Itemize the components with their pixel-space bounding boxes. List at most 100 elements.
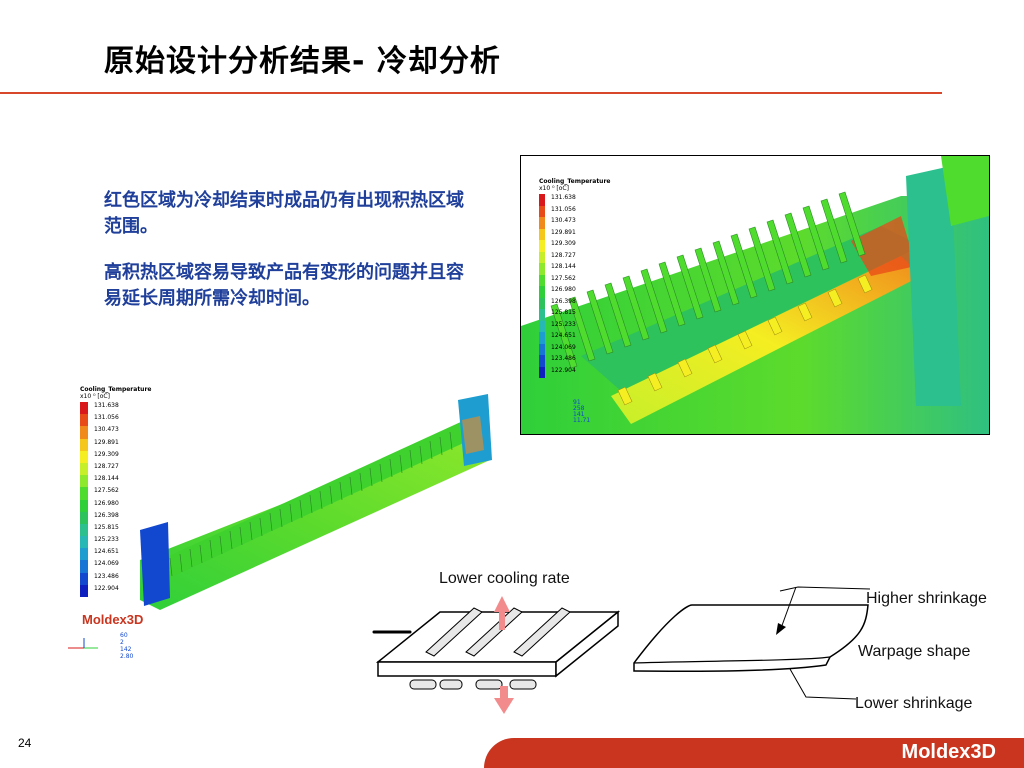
full-legend: Cooling_Temperature x10 ⁰ [oC] 131.638 13… — [80, 386, 152, 597]
legend-swatch — [80, 499, 88, 512]
scale-value: 2 — [120, 639, 124, 646]
legend-swatch — [539, 343, 545, 355]
legend-swatch — [80, 548, 88, 561]
legend-value: 123.486 — [551, 355, 576, 362]
footer-logo: Moldex3D — [901, 741, 996, 763]
legend-swatch — [80, 402, 88, 415]
legend-unit: x10 ⁰ [oC] — [539, 185, 569, 192]
legend-swatch — [80, 438, 88, 451]
down-arrow-icon — [494, 686, 514, 714]
legend-value: 129.309 — [551, 240, 576, 247]
legend-value: 125.233 — [94, 536, 119, 544]
scale-value: 258 — [573, 405, 585, 412]
scale-value: 91 — [573, 399, 581, 406]
legend-swatch — [539, 320, 545, 332]
legend-swatch — [539, 297, 545, 309]
legend-value: 126.980 — [94, 499, 119, 507]
legend-swatch — [80, 511, 88, 524]
legend-value: 130.473 — [551, 217, 576, 224]
legend-value: 131.056 — [551, 205, 576, 213]
legend-swatch — [539, 240, 545, 252]
legend-swatch — [80, 584, 88, 597]
scale-value: 142 — [120, 646, 132, 653]
legend-value: 129.309 — [94, 450, 119, 458]
cooling-plate-diagram — [372, 596, 621, 714]
legend-swatch — [80, 462, 88, 476]
legend-value: 127.562 — [94, 487, 119, 495]
legend-swatch — [80, 414, 88, 427]
legend-value: 129.891 — [551, 228, 576, 236]
legend-value: 129.891 — [94, 438, 119, 446]
legend-swatch — [80, 536, 88, 549]
full-scale-values: 60 2 142 2.80 — [120, 632, 133, 660]
legend-value: 131.638 — [94, 402, 119, 409]
legend-swatch — [80, 523, 88, 537]
legend-swatch — [539, 309, 545, 321]
legend-swatch — [539, 205, 545, 217]
legend-value: 124.651 — [551, 332, 576, 339]
footer-bar — [484, 738, 1024, 768]
up-arrow-icon — [494, 596, 510, 630]
legend-value: 126.980 — [551, 286, 576, 293]
legend-swatch — [539, 332, 545, 344]
legend-swatch — [80, 475, 88, 488]
axis-triad-icon — [68, 638, 98, 649]
legend-swatch — [539, 217, 545, 229]
scale-value: 141 — [573, 411, 585, 418]
legend-swatch — [80, 487, 88, 500]
legend-title: Cooling_Temperature — [539, 178, 611, 185]
plate-front — [377, 661, 557, 677]
legend-value: 131.638 — [551, 194, 576, 201]
model-logo: Moldex3D — [82, 612, 144, 627]
zoomed-scale-values: 91 258 141 11.71 — [573, 400, 590, 424]
page-number: 24 — [18, 736, 32, 750]
legend-value: 128.144 — [551, 263, 576, 270]
legend-value: 124.651 — [94, 548, 119, 556]
legend-value: 122.904 — [94, 584, 119, 592]
lower-shrinkage-label: Lower shrinkage — [855, 695, 973, 712]
warpage-diagram — [633, 586, 870, 700]
legend-value: 127.562 — [551, 274, 576, 282]
legend-value: 128.144 — [94, 475, 119, 483]
legend-values: 131.638 131.056 130.473 129.891 129.309 128.7… — [551, 192, 576, 376]
higher-shrinkage-label: Higher shrinkage — [866, 590, 987, 607]
legend-swatch — [80, 560, 88, 573]
legend-value: 125.815 — [94, 523, 119, 531]
legend-value: 125.815 — [551, 309, 576, 316]
legend-swatch — [539, 366, 545, 378]
legend-swatch — [539, 228, 545, 240]
legend-swatch — [80, 426, 88, 439]
lower-cooling-rate-label: Lower cooling rate — [439, 570, 570, 587]
legend-value: 128.727 — [551, 251, 576, 259]
zoomed-model-graphic — [521, 156, 989, 434]
legend-title: Cooling_Temperature — [80, 386, 152, 393]
legend-swatch — [539, 355, 545, 367]
legend-swatch — [539, 263, 545, 275]
legend-swatch — [80, 450, 88, 463]
legend-value: 122.904 — [551, 366, 576, 374]
legend-value: 124.069 — [551, 343, 576, 351]
title-divider — [0, 92, 942, 94]
legend-value: 130.473 — [94, 426, 119, 434]
scale-value: 2.80 — [120, 653, 134, 660]
legend-swatch — [539, 251, 545, 263]
slide-title: 原始设计分析结果- 冷却分析 — [104, 44, 501, 79]
legend-value: 126.398 — [551, 297, 576, 305]
warpage-shape-label: Warpage shape — [858, 643, 971, 660]
full-simulation-image: Cooling_Temperature x10 ⁰ [oC] 131.638 13… — [60, 380, 500, 670]
legend-swatch — [80, 572, 88, 585]
legend-value: 123.486 — [94, 572, 119, 580]
plate-side — [555, 610, 619, 678]
legend-value: 124.069 — [94, 560, 119, 568]
legend-swatch — [539, 194, 545, 206]
scale-value: 11.71 — [573, 417, 591, 424]
full-model-graphic — [140, 394, 492, 610]
legend-swatch — [539, 274, 545, 286]
legend-value: 126.398 — [94, 511, 119, 519]
legend-unit: x10 ⁰ [oC] — [80, 393, 110, 400]
legend-color-bar — [80, 402, 88, 597]
scale-value: 60 — [120, 632, 128, 639]
legend-value: 125.233 — [551, 320, 576, 328]
